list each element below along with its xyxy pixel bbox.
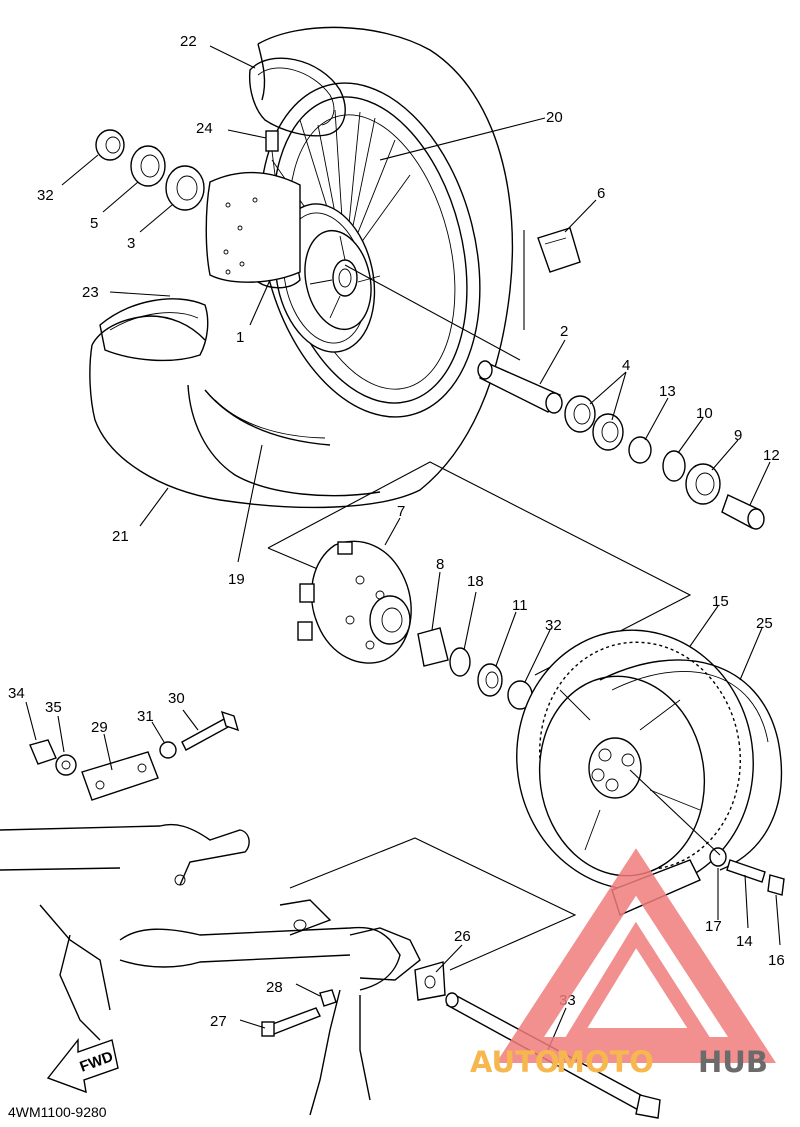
callout: 21: [112, 528, 129, 545]
callout: 7: [397, 503, 405, 520]
callout: 19: [228, 571, 245, 588]
watermark-text-moto: MOTO: [556, 1045, 654, 1079]
callout: 12: [763, 447, 780, 464]
callout: 4: [622, 357, 630, 374]
callout: 28: [266, 979, 283, 996]
callout: 20: [546, 109, 563, 126]
callout: 5: [90, 215, 98, 232]
leader-lines-middle: [384, 517, 763, 683]
callout: 31: [137, 708, 154, 725]
pulley-bolt-set: [629, 769, 785, 946]
hub-bearings: [417, 627, 533, 710]
callout: 26: [454, 928, 471, 945]
callout: 17: [705, 918, 722, 935]
swingarm: [0, 823, 421, 1116]
fwd-arrow-icon: FWD: [46, 1037, 119, 1094]
callout: 10: [696, 405, 713, 422]
watermark-logo: [496, 848, 776, 1063]
watermark-text-auto: AUTO: [470, 1045, 560, 1079]
leader-lines-bottom: [239, 944, 567, 1051]
rim: [204, 82, 481, 446]
callout: 14: [736, 933, 753, 950]
rear-pulley: [516, 629, 782, 891]
leader-lines-adjuster: [25, 701, 199, 771]
callout: 23: [82, 284, 99, 301]
callout: 8: [436, 556, 444, 573]
bearings-right: [564, 395, 765, 530]
callout-labels: 22 24 20 32 5 3 6 23 1 2 4 13 10 9 12 21…: [8, 33, 785, 1030]
leader-lines-top: [61, 45, 771, 563]
brake-disc: [205, 171, 301, 283]
callout: 11: [512, 597, 528, 614]
callout: 22: [180, 33, 197, 50]
plate-26: [414, 961, 446, 1001]
callout: 3: [127, 235, 135, 252]
callout: 30: [168, 690, 185, 707]
callout: 32: [545, 617, 562, 634]
clip-part: [537, 227, 581, 273]
swingarm-box-lines: [289, 837, 577, 971]
callout: 1: [236, 329, 244, 346]
callout: 15: [712, 593, 729, 610]
driven-hub: [297, 540, 412, 664]
callout: 25: [756, 615, 773, 632]
watermark-text-hub: HUB: [698, 1045, 768, 1079]
axle-collar: [477, 360, 563, 414]
callout: 18: [467, 573, 484, 590]
callout: 9: [734, 427, 742, 444]
watermark-text: AUTO MOTO HUB: [470, 1045, 768, 1079]
callout: 6: [597, 185, 605, 202]
callout: 35: [45, 699, 62, 716]
callout: 16: [768, 952, 785, 969]
bearings-left: [95, 129, 205, 211]
callout: 13: [659, 383, 676, 400]
adjuster-parts: [29, 710, 240, 801]
callout: 34: [8, 685, 25, 702]
callout: 24: [196, 120, 213, 137]
callout: 29: [91, 719, 108, 736]
valve-stem: [265, 130, 279, 176]
callout: 27: [210, 1013, 227, 1030]
diagram-code: 4WM1100-9280: [8, 1104, 107, 1120]
callout: 2: [560, 323, 568, 340]
callout: 32: [37, 187, 54, 204]
bolt-27-nut-28: [261, 989, 337, 1037]
